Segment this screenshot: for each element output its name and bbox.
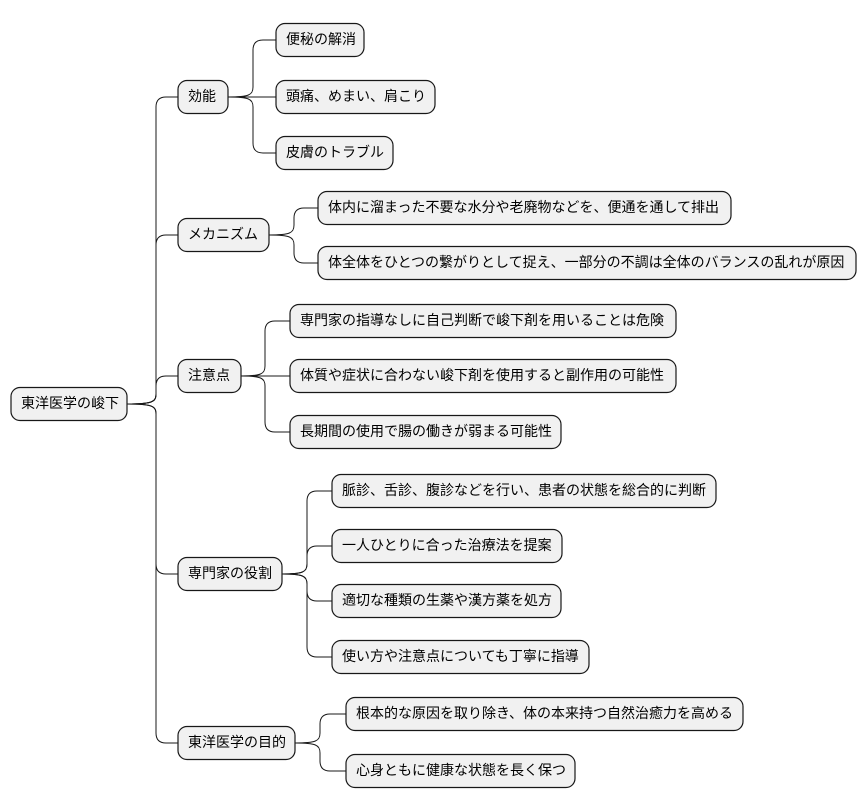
leaf-node: 適切な種類の生薬や漢方薬を処方 (331, 583, 562, 619)
connector-line (227, 39, 276, 98)
leaf-node: 皮膚のトラブル (275, 135, 394, 171)
connector-line (126, 403, 178, 575)
leaf-node-label: 体質や症状に合わない峻下剤を使用すると副作用の可能性 (300, 367, 664, 384)
branch-node-cautions: 注意点 (177, 358, 242, 394)
leaf-node: 体全体をひとつの繋がりとして捉え、一部分の不調は全体のバランスの乱れが原因 (317, 245, 857, 281)
branch-node-label: 東洋医学の目的 (188, 735, 286, 751)
leaf-node: 一人ひとりに合った治療法を提案 (331, 528, 563, 564)
leaf-node: 体内に溜まった不要な水分や老廃物などを、便通を通して排出 (317, 190, 732, 226)
leaf-node: 体質や症状に合わない峻下剤を使用すると副作用の可能性 (289, 358, 677, 394)
leaf-node-label: 体全体をひとつの繋がりとして捉え、一部分の不調は全体のバランスの乱れが原因 (328, 254, 844, 271)
leaf-node: 便秘の解消 (275, 22, 365, 58)
branch-node-label: 専門家の役割 (188, 565, 272, 582)
leaf-node: 根本的な原因を取り除き、体の本来持つ自然治癒力を高める (345, 696, 744, 732)
leaf-node-label: 頭痛、めまい、肩こり (286, 88, 426, 105)
branch-node-experts-role: 専門家の役割 (177, 556, 283, 592)
connector-line (126, 96, 178, 405)
leaf-node: 長期間の使用で腸の働きが弱まる可能性 (289, 414, 562, 450)
leaf-node: 使い方や注意点についても丁寧に指導 (331, 639, 590, 675)
connector-line (281, 573, 332, 658)
branch-node-label: 効能 (188, 89, 216, 105)
connector-line (268, 207, 318, 236)
connector-line (268, 234, 318, 264)
connector-line (240, 375, 290, 433)
leaf-node-label: 体内に溜まった不要な水分や老廃物などを、便通を通して排出 (328, 199, 719, 216)
branch-node-purpose: 東洋医学の目的 (177, 725, 296, 761)
leaf-node-label: 便秘の解消 (286, 32, 356, 48)
connector-line (126, 234, 178, 405)
leaf-node-label: 心身ともに健康な状態を長く保つ (356, 762, 566, 779)
connector-line (281, 545, 332, 575)
connector-lines (126, 39, 346, 772)
connector-line (126, 375, 178, 405)
connector-line (294, 742, 346, 772)
leaf-node: 脈診、舌診、腹診などを行い、患者の状態を総合的に判断 (331, 473, 717, 509)
root-node: 東洋医学の峻下 (10, 386, 128, 422)
branch-node-label: メカニズム (188, 227, 258, 243)
leaf-node-label: 使い方や注意点についても丁寧に指導 (342, 648, 579, 665)
branch-node-mechanism: メカニズム (177, 217, 270, 253)
root-node-label: 東洋医学の峻下 (21, 396, 119, 412)
connector-line (294, 713, 346, 744)
leaf-node: 頭痛、めまい、肩こり (275, 79, 436, 115)
connector-line (227, 96, 276, 154)
leaf-node-label: 長期間の使用で腸の働きが弱まる可能性 (300, 423, 552, 440)
leaf-node-label: 脈診、舌診、腹診などを行い、患者の状態を総合的に判断 (342, 482, 706, 499)
connector-line (240, 320, 290, 377)
branch-node-efficacy: 効能 (177, 79, 229, 115)
connector-line (126, 403, 178, 744)
leaf-node-label: 適切な種類の生薬や漢方薬を処方 (342, 592, 552, 609)
leaf-node: 心身ともに健康な状態を長く保つ (345, 753, 576, 789)
leaf-node-label: 根本的な原因を取り除き、体の本来持つ自然治癒力を高める (356, 705, 733, 722)
leaf-node-label: 皮膚のトラブル (286, 144, 384, 161)
leaf-node-label: 一人ひとりに合った治療法を提案 (342, 537, 552, 554)
leaf-node: 専門家の指導なしに自己判断で峻下剤を用いることは危険 (289, 303, 677, 339)
branch-node-label: 注意点 (188, 367, 230, 384)
leaf-node-label: 専門家の指導なしに自己判断で峻下剤を用いることは危険 (300, 312, 664, 329)
